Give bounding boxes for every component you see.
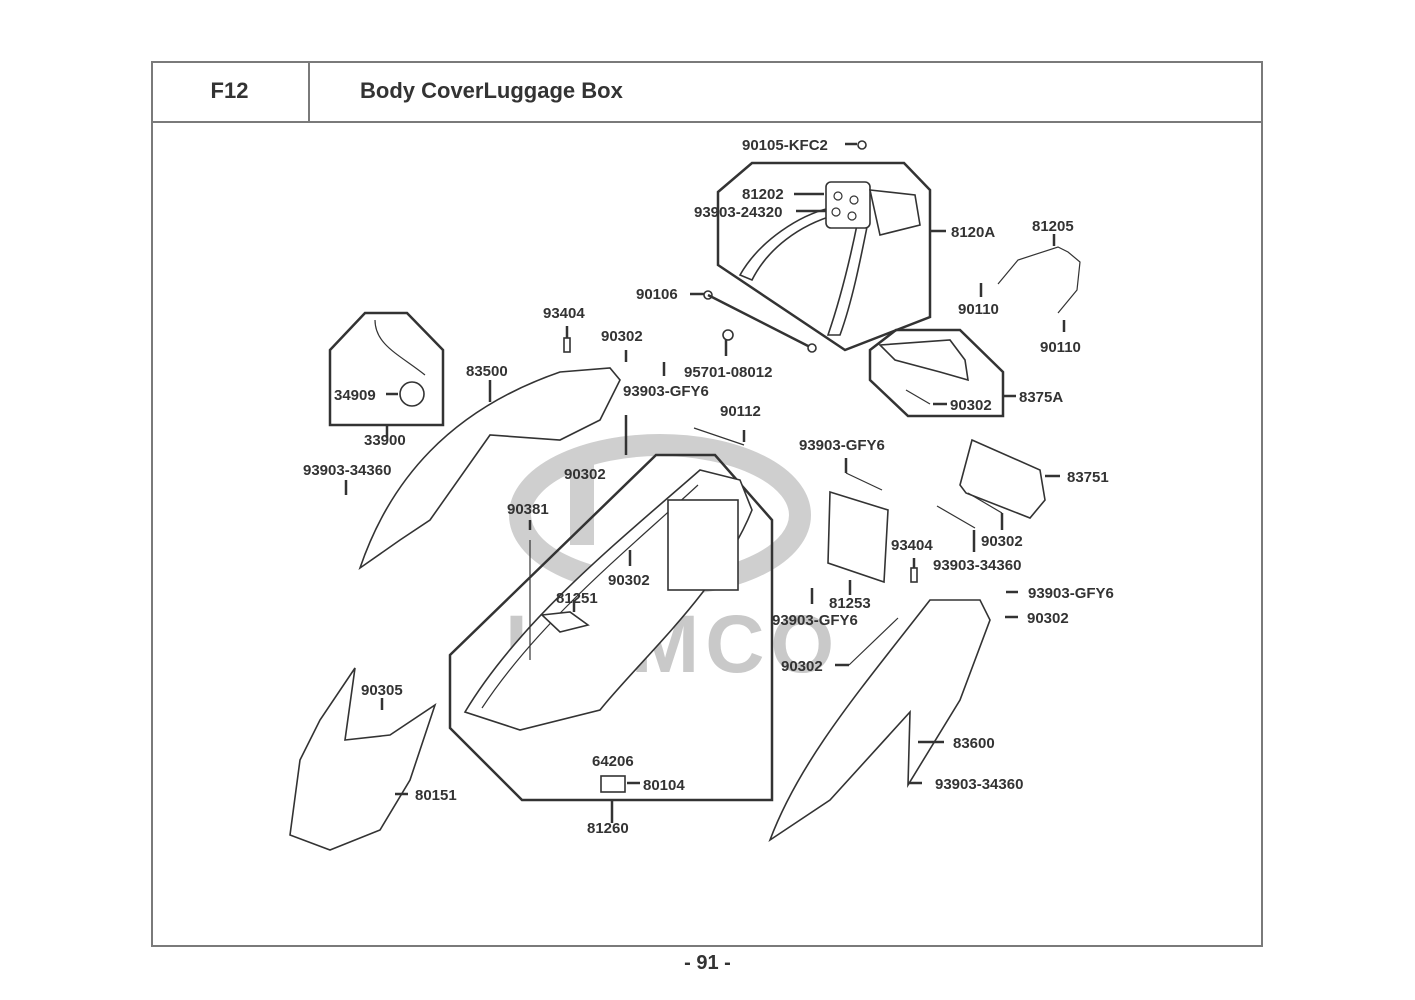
label-93903-gfy6-mid: 93903-GFY6	[799, 437, 885, 454]
group-box-8375a	[868, 328, 1005, 418]
label-90302-mid-left: 90302	[564, 466, 606, 483]
label-90302-low: 90302	[781, 658, 823, 675]
label-93404-right: 93404	[891, 537, 933, 554]
label-90110-b: 90110	[1040, 339, 1081, 356]
label-81202: 81202	[742, 186, 784, 203]
side-cover-right	[768, 590, 1018, 843]
label-81205: 81205	[1032, 218, 1074, 235]
label-93903-gfy6-far-right: 93903-GFY6	[1028, 585, 1114, 602]
label-93903-24320: 93903-24320	[694, 204, 782, 221]
group-box-81260	[448, 453, 774, 802]
label-90302-box: 90302	[608, 572, 650, 589]
label-90110-a: 90110	[958, 301, 999, 318]
label-81253: 81253	[829, 595, 871, 612]
label-34909: 34909	[334, 387, 376, 404]
label-83600: 83600	[953, 735, 995, 752]
label-90302-top: 90302	[601, 328, 643, 345]
label-90106: 90106	[636, 286, 678, 303]
label-90105-kfc2: 90105-KFC2	[742, 137, 828, 154]
label-90302-far-right: 90302	[1027, 610, 1069, 627]
label-8120a: 8120A	[951, 224, 995, 241]
label-90302-8375a: 90302	[950, 397, 992, 414]
label-83500: 83500	[466, 363, 508, 380]
label-93404-top: 93404	[543, 305, 585, 322]
group-box-8120a	[716, 161, 932, 352]
rear-fender-part	[289, 667, 437, 851]
label-90381: 90381	[507, 501, 549, 518]
cover-83751-part	[936, 438, 1060, 552]
label-90112: 90112	[720, 403, 761, 420]
label-90305: 90305	[361, 682, 403, 699]
label-80151: 80151	[415, 787, 457, 804]
rear-carrier-group	[716, 140, 946, 352]
group-box-33900	[328, 311, 445, 427]
section-code: F12	[151, 61, 310, 123]
label-83751: 83751	[1067, 469, 1109, 486]
lock-group	[328, 311, 445, 438]
grab-bar-part	[979, 234, 1081, 332]
cover-8375a-group	[868, 328, 1016, 418]
label-93903-gfy6-low: 93903-GFY6	[772, 612, 858, 629]
label-81260: 81260	[587, 820, 629, 837]
label-93903-34360-right: 93903-34360	[933, 557, 1021, 574]
label-95701-08012: 95701-08012	[684, 364, 772, 381]
label-93903-34360-left: 93903-34360	[303, 462, 391, 479]
diagram-frame	[151, 61, 1263, 947]
part-labels: 90105-KFC2 81202 93903-24320 8120A 81205…	[303, 137, 1114, 837]
label-8375a: 8375A	[1019, 389, 1063, 406]
label-90302-right: 90302	[981, 533, 1023, 550]
label-80104: 80104	[643, 777, 685, 794]
label-93903-34360-bottom: 93903-34360	[935, 776, 1023, 793]
label-81251: 81251	[556, 590, 598, 607]
page-number: - 91 -	[684, 952, 731, 974]
side-cover-left	[358, 367, 621, 571]
page-title: Body CoverLuggage Box	[360, 78, 623, 103]
fasteners-top	[563, 290, 817, 446]
luggage-box-group	[448, 453, 774, 823]
label-64206: 64206	[592, 753, 634, 770]
label-33900: 33900	[364, 432, 406, 449]
header-divider	[310, 121, 1263, 123]
label-93903-gfy6-top: 93903-GFY6	[623, 383, 709, 400]
tray-part	[810, 458, 918, 604]
